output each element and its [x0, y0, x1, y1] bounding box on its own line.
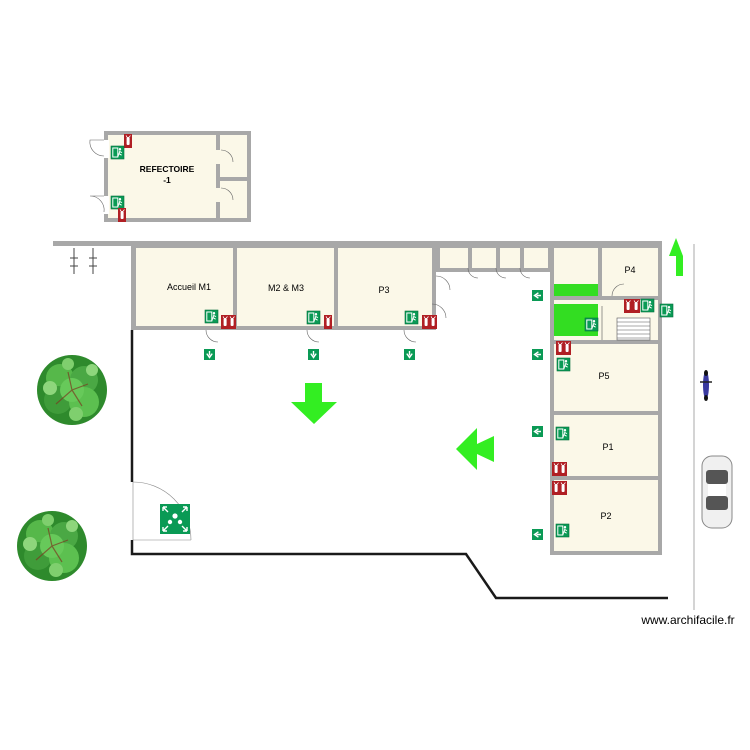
- fire-extinguisher-icon: [323, 314, 333, 330]
- room-p1: [554, 415, 658, 476]
- emergency-exit-icon: [555, 426, 570, 441]
- main-building: Accueil M1 M2 & M3 P3 P4 P5 P1 P2: [53, 241, 674, 555]
- refectoire-label-line1: REFECTOIRE: [140, 164, 195, 174]
- emergency-exit-icon: [640, 298, 655, 313]
- fire-extinguisher-icon: [551, 461, 561, 477]
- room-p2: [554, 480, 658, 551]
- evacuation-arrow-icon: [291, 383, 337, 424]
- fire-extinguisher-icon: [558, 461, 568, 477]
- room-refectoire: [108, 135, 216, 218]
- fire-extinguisher-icon: [428, 314, 438, 330]
- tree-icon: [16, 510, 88, 582]
- emergency-exit-icon: [204, 309, 219, 324]
- evacuation-arrow-icon: [531, 528, 544, 541]
- courtyard-boundary: [129, 330, 668, 600]
- emergency-exit-icon: [584, 317, 599, 332]
- room-label-accueil: Accueil M1: [167, 282, 211, 292]
- evacuation-arrow-icon: [403, 348, 416, 361]
- emergency-exit-icon: [555, 523, 570, 538]
- fire-extinguisher-icon: [220, 314, 230, 330]
- emergency-exit-icon: [404, 310, 419, 325]
- staircase: [601, 306, 651, 341]
- fire-extinguisher-icon: [421, 314, 431, 330]
- room-label-m2m3: M2 & M3: [268, 283, 304, 293]
- room-p4: [602, 248, 658, 296]
- fire-extinguisher-icon: [551, 480, 561, 496]
- refectoire-building: REFECTOIRE -1: [89, 131, 251, 223]
- room-label-p1: P1: [602, 442, 613, 452]
- assembly-point-icon: [160, 504, 190, 534]
- evacuation-arrow-icon: [203, 348, 216, 361]
- motorcycle-icon: [700, 370, 712, 401]
- evacuation-arrow-icon: [531, 348, 544, 361]
- emergency-exit-icon: [110, 145, 125, 160]
- evacuation-arrow-icon: [456, 428, 494, 470]
- evacuation-arrow-icon: [531, 425, 544, 438]
- room-label-p3: P3: [378, 285, 389, 295]
- evacuation-arrow-icon: [531, 289, 544, 302]
- emergency-exit-icon: [306, 310, 321, 325]
- room-p5: [554, 344, 658, 411]
- evacuation-arrow-icon: [669, 238, 683, 276]
- pedestrian-icon: [70, 248, 97, 274]
- emergency-exit-icon: [659, 303, 674, 318]
- tree-icon: [36, 354, 108, 426]
- room-label-p4: P4: [624, 265, 635, 275]
- fire-extinguisher-icon: [558, 480, 568, 496]
- car-icon: [701, 455, 733, 529]
- room-label-p2: P2: [600, 511, 611, 521]
- emergency-exit-icon: [110, 195, 125, 210]
- fire-extinguisher-icon: [555, 340, 565, 356]
- fire-extinguisher-icon: [117, 207, 127, 223]
- fire-extinguisher-icon: [227, 314, 237, 330]
- watermark: www.archifacile.fr: [640, 613, 734, 627]
- evacuation-arrow-icon: [307, 348, 320, 361]
- fire-extinguisher-icon: [123, 133, 133, 149]
- refectoire-label-line2: -1: [163, 175, 171, 185]
- fire-extinguisher-icon: [623, 298, 633, 314]
- fire-extinguisher-icon: [631, 298, 641, 314]
- room-label-p5: P5: [598, 371, 609, 381]
- emergency-exit-icon: [556, 357, 571, 372]
- fire-extinguisher-icon: [562, 340, 572, 356]
